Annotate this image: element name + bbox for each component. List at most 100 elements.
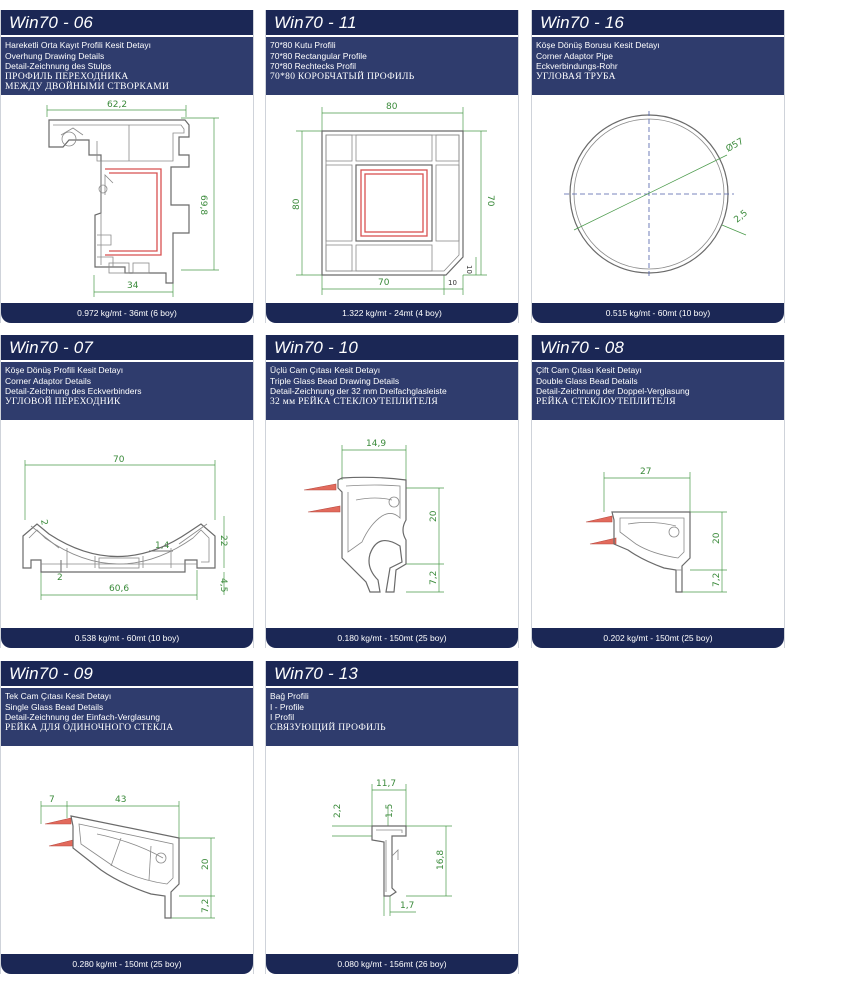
desc-line-en: Corner Adaptor Details	[5, 375, 91, 386]
dimension-label: 2	[57, 573, 63, 583]
desc-line-tr: Hareketli Orta Kayıt Profili Kesit Detay…	[5, 40, 151, 50]
profile-weight: 0.538 kg/mt - 60mt (10 boy)	[1, 628, 253, 648]
profile-drawing-svg: 27 20 7,2	[585, 467, 727, 593]
profile-drawing-svg: 70 22 4,5 60,6 1,4 2 2	[22, 455, 228, 600]
dimension-label: 70	[113, 455, 125, 465]
profile-card-win70-07[interactable]: Win70 - 07 Köşe Dönüş Profili Kesit Deta…	[0, 335, 254, 648]
profile-description: Çift Cam Çıtası Kesit Detayı Double Glas…	[532, 362, 784, 420]
profile-card-win70-13[interactable]: Win70 - 13 Bağ Profili I - Profile I Pro…	[265, 661, 519, 974]
profile-drawing-svg: 11,7 2,2 1,5 16,8 1,7	[332, 779, 452, 916]
dimension-label: 11,7	[376, 779, 396, 789]
dimension-label: 20	[712, 532, 722, 544]
dimension-label: 27	[640, 467, 651, 477]
desc-line-en: Double Glass Bead Details	[536, 375, 638, 386]
profile-code: Win70 - 08	[532, 335, 784, 360]
dimension-label: 80	[386, 102, 398, 112]
profile-drawing-svg: 80 80 70 70 10 10	[292, 102, 495, 295]
desc-line-tr: Köşe Dönüş Borusu Kesit Detayı	[536, 40, 660, 50]
desc-line-ru: 32 мм РЕЙКА СТЕКЛОУТЕПЛИТЕЛЯ	[270, 396, 438, 407]
profile-weight: 0.202 kg/mt - 150mt (25 boy)	[532, 628, 784, 648]
dimension-label: 69,8	[198, 195, 208, 215]
profile-card-win70-11[interactable]: Win70 - 11 70*80 Kutu Profili 70*80 Rect…	[265, 10, 519, 323]
dimension-label: 16,8	[436, 850, 446, 870]
profile-drawing: 11,7 2,2 1,5 16,8 1,7	[266, 746, 518, 954]
profile-drawing-svg: 14,9 20 7,2	[303, 439, 444, 593]
desc-line-ru: ПРОФИЛЬ ПЕРЕХОДНИКА	[5, 71, 129, 82]
desc-line-en: Triple Glass Bead Drawing Details	[270, 375, 400, 386]
profile-code: Win70 - 09	[1, 661, 253, 686]
profile-weight: 0.515 kg/mt - 60mt (10 boy)	[532, 303, 784, 323]
profile-drawing: 80 80 70 70 10 10	[266, 95, 518, 303]
dimension-label: 43	[115, 795, 126, 805]
dimension-label: 60,6	[109, 584, 129, 594]
desc-line-en: I - Profile	[270, 701, 305, 712]
dimension-label: 34	[127, 281, 139, 291]
desc-line-en: Overhung Drawing Details	[5, 50, 105, 61]
dimension-label: 7,2	[712, 573, 722, 587]
profile-drawing-svg: Ø57 2,5	[564, 111, 750, 277]
desc-line-en: Single Glass Bead Details	[5, 701, 104, 712]
profile-drawing: 27 20 7,2	[532, 420, 784, 628]
profile-description: Hareketli Orta Kayıt Profili Kesit Detay…	[1, 37, 253, 95]
profile-code: Win70 - 07	[1, 335, 253, 360]
desc-line-tr: Köşe Dönüş Profili Kesit Detayı	[5, 365, 124, 375]
dimension-label: 7	[49, 795, 55, 805]
profile-drawing: 70 22 4,5 60,6 1,4 2 2	[1, 420, 253, 628]
dimension-label: 10	[465, 265, 473, 274]
profile-card-win70-06[interactable]: Win70 - 06 Hareketli Orta Kayıt Profili …	[0, 10, 254, 323]
dimension-label: 1,5	[385, 804, 395, 818]
desc-line-de: Detail-Zeichnung der 32 mm Dreifachglasl…	[270, 386, 447, 396]
profile-code: Win70 - 13	[266, 661, 518, 686]
dimension-label: 20	[201, 858, 211, 870]
profile-weight: 0.080 kg/mt - 156mt (26 boy)	[266, 954, 518, 974]
desc-line-ru: СВЯЗУЮЩИЙ ПРОФИЛЬ	[270, 722, 386, 733]
profile-description: Üçlü Cam Çıtası Kesit Detayı Triple Glas…	[266, 362, 518, 420]
dimension-label: 62,2	[107, 100, 127, 110]
profile-card-win70-09[interactable]: Win70 - 09 Tek Cam Çıtası Kesit Detayı S…	[0, 661, 254, 974]
dimension-label: 1,7	[400, 901, 414, 911]
desc-line-tr: Çift Cam Çıtası Kesit Detayı	[536, 365, 642, 375]
profile-description: Bağ Profili I - Profile I Profil СВЯЗУЮЩ…	[266, 688, 518, 746]
desc-line-tr: Üçlü Cam Çıtası Kesit Detayı	[270, 365, 381, 375]
dimension-label: 70	[485, 195, 495, 207]
desc-line-ru: УГЛОВАЯ ТРУБА	[536, 71, 616, 82]
desc-line-tr: Bağ Profili	[270, 691, 309, 701]
desc-line-de: Detail-Zeichnung der Doppel-Verglasung	[536, 386, 690, 396]
profile-drawing-svg: 62,2 69,8 34	[46, 100, 219, 297]
profile-weight: 1.322 kg/mt - 24mt (4 boy)	[266, 303, 518, 323]
dimension-label: 7,2	[429, 571, 439, 585]
dimension-label: 2,5	[733, 208, 750, 225]
dimension-label: 22	[218, 535, 228, 546]
profile-card-win70-16[interactable]: Win70 - 16 Köşe Dönüş Borusu Kesit Detay…	[531, 10, 785, 323]
desc-line-ru: УГЛОВОЙ ПЕРЕХОДНИК	[5, 396, 121, 407]
desc-line-ru: 70*80 КОРОБЧАТЫЙ ПРОФИЛЬ	[270, 71, 415, 82]
dimension-label: 80	[292, 198, 302, 210]
profile-weight: 0.180 kg/mt - 150mt (25 boy)	[266, 628, 518, 648]
dimension-label: 1,4	[155, 541, 170, 551]
profile-card-win70-10[interactable]: Win70 - 10 Üçlü Cam Çıtası Kesit Detayı …	[265, 335, 519, 648]
dimension-label: 10	[448, 279, 457, 287]
desc-line-ru: РЕЙКА ДЛЯ ОДИНОЧНОГО СТЕКЛА	[5, 722, 174, 733]
profile-description: Tek Cam Çıtası Kesit Detayı Single Glass…	[1, 688, 253, 746]
desc-line-en: Corner Adaptor Pipe	[536, 50, 614, 61]
desc-line-de: Eckverbindungs-Rohr	[536, 61, 618, 71]
desc-line-de: Detail-Zeichnung der Einfach-Verglasung	[5, 712, 160, 722]
profile-code: Win70 - 10	[266, 335, 518, 360]
dimension-label: 4,5	[218, 578, 228, 592]
dimension-label: 20	[429, 510, 439, 522]
profile-drawing: 14,9 20 7,2	[266, 420, 518, 628]
desc-line-ru: РЕЙКА СТЕКЛОУТЕПЛИТЕЛЯ	[536, 396, 676, 407]
profile-weight: 0.280 kg/mt - 150mt (25 boy)	[1, 954, 253, 974]
desc-line-de: Detail-Zeichnung des Eckverbinders	[5, 386, 142, 396]
desc-line-tr: Tek Cam Çıtası Kesit Detayı	[5, 691, 112, 701]
desc-line-ru: МЕЖДУ ДВОЙНЫМИ СТВОРКАМИ	[5, 82, 170, 92]
desc-line-tr: 70*80 Kutu Profili	[270, 40, 336, 50]
desc-line-de: Detail-Zeichnung des Stulps	[5, 61, 112, 71]
desc-line-en: 70*80 Rectangular Profile	[270, 50, 367, 61]
dimension-label: 14,9	[366, 439, 386, 449]
profile-card-win70-08[interactable]: Win70 - 08 Çift Cam Çıtası Kesit Detayı …	[531, 335, 785, 648]
dimension-label: 70	[378, 278, 390, 288]
profile-description: Köşe Dönüş Profili Kesit Detayı Corner A…	[1, 362, 253, 420]
desc-line-de: I Profil	[270, 712, 295, 722]
dimension-label: 7,2	[201, 899, 211, 913]
